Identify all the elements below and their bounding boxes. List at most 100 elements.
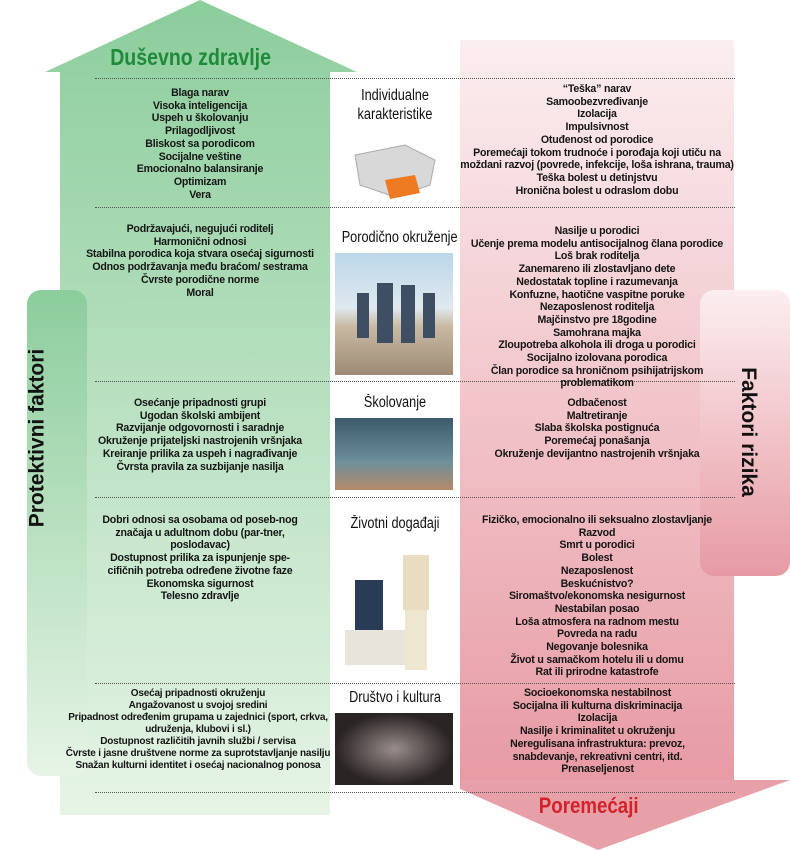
list-item: Neregulisana infrastruktura: prevoz, sna… bbox=[510, 737, 685, 763]
category-title: Školovanje bbox=[363, 394, 427, 411]
divider bbox=[95, 207, 735, 208]
list-item: Vera bbox=[189, 188, 211, 201]
classroom-image bbox=[335, 418, 453, 490]
life-events-image bbox=[335, 550, 453, 675]
list-item: Loš brak roditelja bbox=[554, 250, 640, 263]
list-item: Snažan kulturni identitet i osećaj nacio… bbox=[75, 760, 321, 771]
list-item: Loša atmosfera na radnom mestu bbox=[515, 615, 679, 628]
list-item: Stabilna porodica koja stvara osećaj sig… bbox=[86, 248, 314, 261]
divider bbox=[95, 792, 735, 793]
list-item: Maltretiranje bbox=[566, 409, 628, 422]
list-item: Član porodice sa hroničnom psihijatrijsk… bbox=[490, 364, 704, 390]
divider bbox=[95, 683, 735, 684]
risk-factors-label: Faktori rizika bbox=[736, 367, 760, 497]
list-item: Čvrsta pravila za suzbijanje nasilja bbox=[116, 460, 284, 473]
list-item: Povreda na radu bbox=[556, 628, 637, 641]
list-item: Harmonični odnosi bbox=[153, 235, 247, 248]
list-item: Socijalno izolovana porodica bbox=[526, 352, 668, 365]
list-item: Smrt u porodici bbox=[559, 539, 635, 552]
list-item: Otuđenost od porodice bbox=[540, 133, 654, 146]
list-item: Čvrste porodične norme bbox=[140, 273, 260, 286]
list-item: Negovanje bolesnika bbox=[546, 641, 648, 654]
list-item: Prilagodljivost bbox=[165, 125, 235, 138]
list-item: Blaga narav bbox=[171, 87, 229, 99]
list-item: Okruženje prijateljski nastrojenih vršnj… bbox=[98, 435, 302, 448]
list-item: Fizičko, emocionalno ili seksualno zlost… bbox=[481, 514, 712, 526]
list-item: Konfuzne, haotične vaspitne poruke bbox=[509, 288, 685, 301]
list-item: Bliskost sa porodicom bbox=[145, 137, 255, 150]
list-item: Razvijanje odgovornosti i saradnje bbox=[115, 422, 285, 435]
list-item: Poremećaj ponašanja bbox=[544, 435, 650, 448]
list-item: Nezaposlenost bbox=[560, 564, 634, 577]
list-item: Čvrste i jasne društvene norme za suprot… bbox=[65, 748, 331, 759]
list-item: Zanemareno ili zlostavljano dete bbox=[518, 263, 676, 276]
protective-list: Dobri odnosi sa osobama od poseb-nog zna… bbox=[95, 514, 305, 603]
list-item: Život u samačkom hotelu ili u domu bbox=[510, 653, 684, 666]
list-item: Nezaposlenost roditelja bbox=[539, 301, 655, 314]
list-item: Kreiranje prilika za uspeh i nagrađivanj… bbox=[102, 447, 298, 460]
list-item: Socijalna ili kulturna diskriminacija bbox=[512, 699, 683, 712]
list-item: Pripadnost određenim grupama u zajednici… bbox=[68, 712, 328, 735]
list-item: “Teška” narav bbox=[562, 83, 632, 95]
list-item: Angažovanost u svojoj sredini bbox=[128, 700, 268, 711]
category-title: Društvo i kultura bbox=[349, 689, 441, 706]
list-item: Nedostatak topline i razumevanja bbox=[516, 275, 678, 288]
list-item: Slaba školska postignuća bbox=[534, 422, 660, 435]
list-item: Teška bolest u detinjstvu bbox=[536, 171, 658, 184]
list-item: Uspeh u školovanju bbox=[151, 112, 249, 125]
list-item: Poremećaji tokom trudnoće i porođaja koj… bbox=[460, 146, 734, 172]
list-item: Nasilje i kriminalitet u okruženju bbox=[519, 725, 676, 738]
mental-health-heading: Duševno zdravlje bbox=[110, 44, 271, 70]
list-item: Izolacija bbox=[577, 108, 617, 121]
list-item: Učenje prema modelu antisocijalnog člana… bbox=[470, 237, 724, 250]
divider bbox=[95, 381, 735, 382]
list-item: Socioekonomska nestabilnost bbox=[523, 687, 672, 699]
category-title: Porodično okruženje bbox=[341, 229, 458, 246]
category-title: Životni događaji bbox=[350, 515, 440, 532]
list-item: Osećaj pripadnosti okruženju bbox=[130, 688, 266, 699]
list-item: Beskućnistvo? bbox=[560, 577, 634, 590]
list-item: Socijalne veštine bbox=[158, 150, 242, 163]
list-item: Rat ili prirodne katastrofe bbox=[535, 666, 659, 679]
list-item: Osećanje pripadnosti grupi bbox=[134, 397, 266, 409]
list-item: Samohrana majka bbox=[553, 326, 641, 339]
list-item: Prenaseljenost bbox=[561, 763, 634, 776]
list-item: Okruženje devijantno nastrojenih vršnjak… bbox=[494, 447, 700, 460]
category-title: Individualne karakteristike bbox=[357, 87, 433, 123]
list-item: Bolest bbox=[581, 552, 613, 565]
list-item: Izolacija bbox=[577, 712, 618, 725]
list-item: Odbačenost bbox=[567, 397, 627, 409]
list-item: Dostupnost različitih javnih službi / se… bbox=[100, 736, 296, 747]
list-item: Hronična bolest u odraslom dobu bbox=[515, 184, 679, 197]
list-item: Dobri odnosi sa osobama od poseb-nog zna… bbox=[102, 514, 298, 552]
list-item: Razvod bbox=[578, 526, 616, 539]
list-item: Dostupnost prilika za ispunjenje spe-cif… bbox=[107, 552, 293, 577]
list-item: Telesno zdravlje bbox=[160, 590, 240, 603]
protective-arrow-up bbox=[27, 0, 357, 815]
family-image bbox=[335, 253, 453, 375]
list-item: Majčinstvo pre 18godine bbox=[537, 313, 657, 326]
risk-list: Fizičko, emocionalno ili seksualno zlost… bbox=[458, 514, 736, 679]
list-item: Ekonomska sigurnost bbox=[146, 577, 254, 590]
list-item: Visoka inteligencija bbox=[152, 99, 248, 112]
list-item: Optimizam bbox=[173, 175, 227, 188]
list-item: Nestabilan posao bbox=[554, 602, 640, 615]
list-item: Ugodan školski ambijent bbox=[139, 409, 261, 422]
list-item: Siromaštvo/ekonomska nesigurnost bbox=[508, 590, 686, 603]
dancers-image bbox=[335, 713, 453, 785]
list-item: Impulsivnost bbox=[565, 121, 629, 134]
list-item: Samoobezvređivanje bbox=[546, 95, 648, 108]
divider bbox=[95, 78, 735, 79]
puzzle-image bbox=[335, 135, 453, 205]
list-item: Zloupotreba alkohola ili droga u porodic… bbox=[498, 339, 696, 352]
list-item: Emocionalno balansiranje bbox=[136, 163, 264, 176]
list-item: Odnos podržavanja među braćom/ sestrama bbox=[92, 261, 308, 274]
